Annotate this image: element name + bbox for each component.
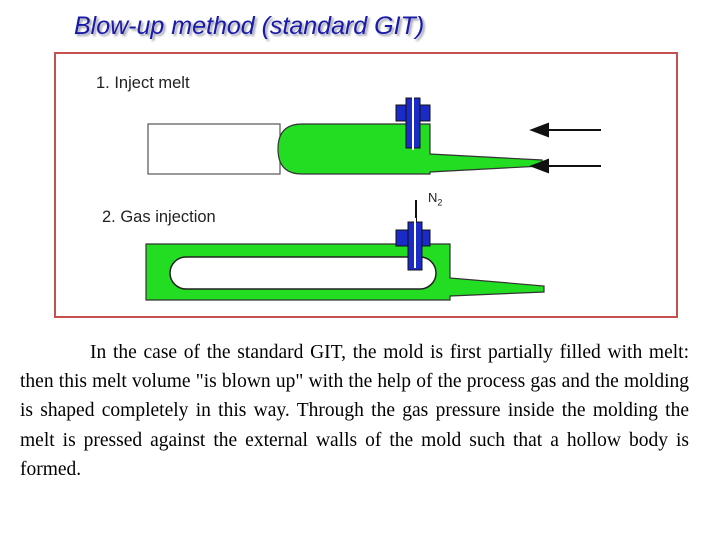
process-diagram xyxy=(145,92,601,301)
step2-mold xyxy=(145,243,545,301)
step1-valve-icon xyxy=(395,92,431,150)
caption-paragraph: In the case of the standard GIT, the mol… xyxy=(20,338,689,484)
step1-label: 1. Inject melt xyxy=(96,74,190,92)
melt-fill xyxy=(277,123,543,175)
step2-valve-icon xyxy=(395,218,431,271)
step1-mold xyxy=(147,123,543,175)
gas-bubble xyxy=(169,256,437,290)
step2-label: 2. Gas injection xyxy=(102,208,216,226)
gas-label: N2 xyxy=(428,190,443,208)
process-figure: 1. Inject melt 2. Gas injection N2 xyxy=(54,52,678,318)
injection-arrow-icon xyxy=(529,122,601,174)
empty-cavity xyxy=(147,123,281,175)
caption-text: In the case of the standard GIT, the mol… xyxy=(20,342,689,480)
page-title: Blow-up method (standard GIT) xyxy=(74,12,425,40)
